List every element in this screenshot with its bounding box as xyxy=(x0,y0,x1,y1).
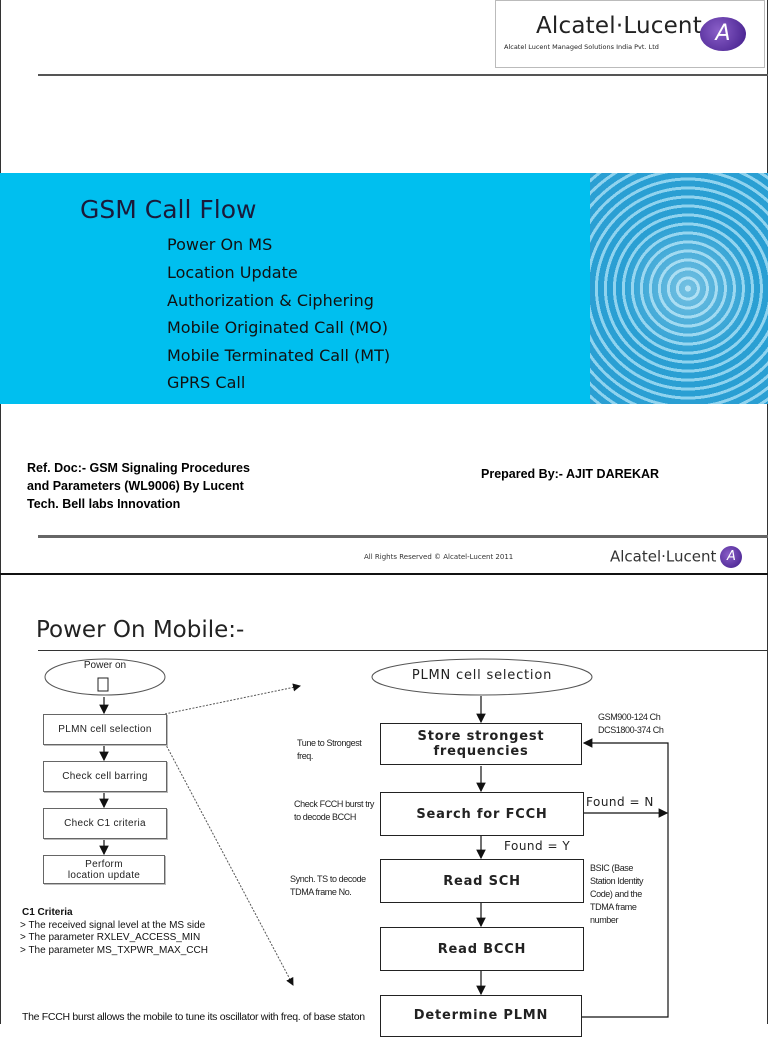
company-logo: Alcatel·Lucent Alcatel Lucent Managed So… xyxy=(495,0,765,68)
note-synch: Synch. TS to decode TDMA frame No. xyxy=(290,874,366,897)
c1-item: > The parameter MS_TXPWR_MAX_CCH xyxy=(20,945,208,956)
ref-line: Tech. Bell labs Innovation xyxy=(27,497,181,511)
divider xyxy=(38,535,768,538)
fcch-description: The FCCH burst allows the mobile to tune… xyxy=(22,1011,365,1023)
reference-document: Ref. Doc:- GSM Signaling Procedures and … xyxy=(27,459,250,513)
slide-title: Power On Mobile:- xyxy=(36,617,245,643)
agenda-item: Power On MS xyxy=(167,235,273,254)
note-bsic: BSIC (Base Station Identity Code) and th… xyxy=(590,863,644,925)
agenda-item: GPRS Call xyxy=(167,373,246,392)
step-read-sch: Read SCH xyxy=(380,859,584,903)
note-check-fcch: Check FCCH burst try to decode BCCH xyxy=(294,799,375,822)
plmn-start-label: PLMN cell selection xyxy=(411,668,553,683)
agenda-item: Authorization & Ciphering xyxy=(167,291,374,310)
title-band xyxy=(0,173,590,404)
prepared-by: Prepared By:- AJIT DAREKAR xyxy=(481,467,660,481)
note-tune: Tune to Strongest freq. xyxy=(297,738,362,761)
logo-subtitle: Alcatel Lucent Managed Solutions India P… xyxy=(504,43,659,51)
c1-heading: C1 Criteria xyxy=(22,907,73,918)
power-on-label: Power on xyxy=(83,660,127,671)
slide-separator xyxy=(0,573,768,575)
c1-item: > The received signal level at the MS si… xyxy=(20,920,206,931)
step-check-c1: Check C1 criteria xyxy=(43,808,167,839)
step-plmn-cell-selection: PLMN cell selection xyxy=(43,714,167,745)
footer-brand: Alcatel·Lucent xyxy=(610,547,717,566)
alcatel-lucent-logo-icon: A xyxy=(700,17,746,51)
step-determine-plmn: Determine PLMN xyxy=(380,995,582,1037)
step-store-strongest: Store strongest frequencies xyxy=(380,723,582,765)
found-y-label: Found = Y xyxy=(504,839,571,853)
ref-line: and Parameters (WL9006) By Lucent xyxy=(27,479,244,493)
alcatel-lucent-logo-icon: A xyxy=(720,546,743,568)
note-gsm900: GSM900-124 Ch xyxy=(598,712,661,722)
step-search-fcch: Search for FCCH xyxy=(380,792,584,836)
agenda-item: Location Update xyxy=(167,263,298,282)
c1-item: > The parameter RXLEV_ACCESS_MIN xyxy=(20,932,201,943)
page-border xyxy=(0,0,1,1024)
slide-title: GSM Call Flow xyxy=(80,195,257,224)
found-n-label: Found = N xyxy=(586,795,654,809)
decorative-image xyxy=(590,173,768,404)
plmn-ellipse xyxy=(371,658,593,696)
agenda-item: Mobile Originated Call (MO) xyxy=(167,318,388,337)
agenda-item: Mobile Terminated Call (MT) xyxy=(167,346,391,365)
step-location-update: Perform location update xyxy=(43,855,165,884)
step-read-bcch: Read BCCH xyxy=(380,927,584,971)
logo-brand: Alcatel·Lucent xyxy=(536,13,702,39)
copyright: All Rights Reserved © Alcatel-Lucent 201… xyxy=(364,553,514,561)
divider xyxy=(38,74,768,76)
step-check-cell-barring: Check cell barring xyxy=(43,761,167,792)
divider xyxy=(38,650,768,651)
note-dcs1800: DCS1800-374 Ch xyxy=(598,725,664,735)
mobile-icon xyxy=(97,677,109,692)
ref-line: Ref. Doc:- GSM Signaling Procedures xyxy=(27,461,250,475)
power-on-ellipse xyxy=(44,658,166,696)
